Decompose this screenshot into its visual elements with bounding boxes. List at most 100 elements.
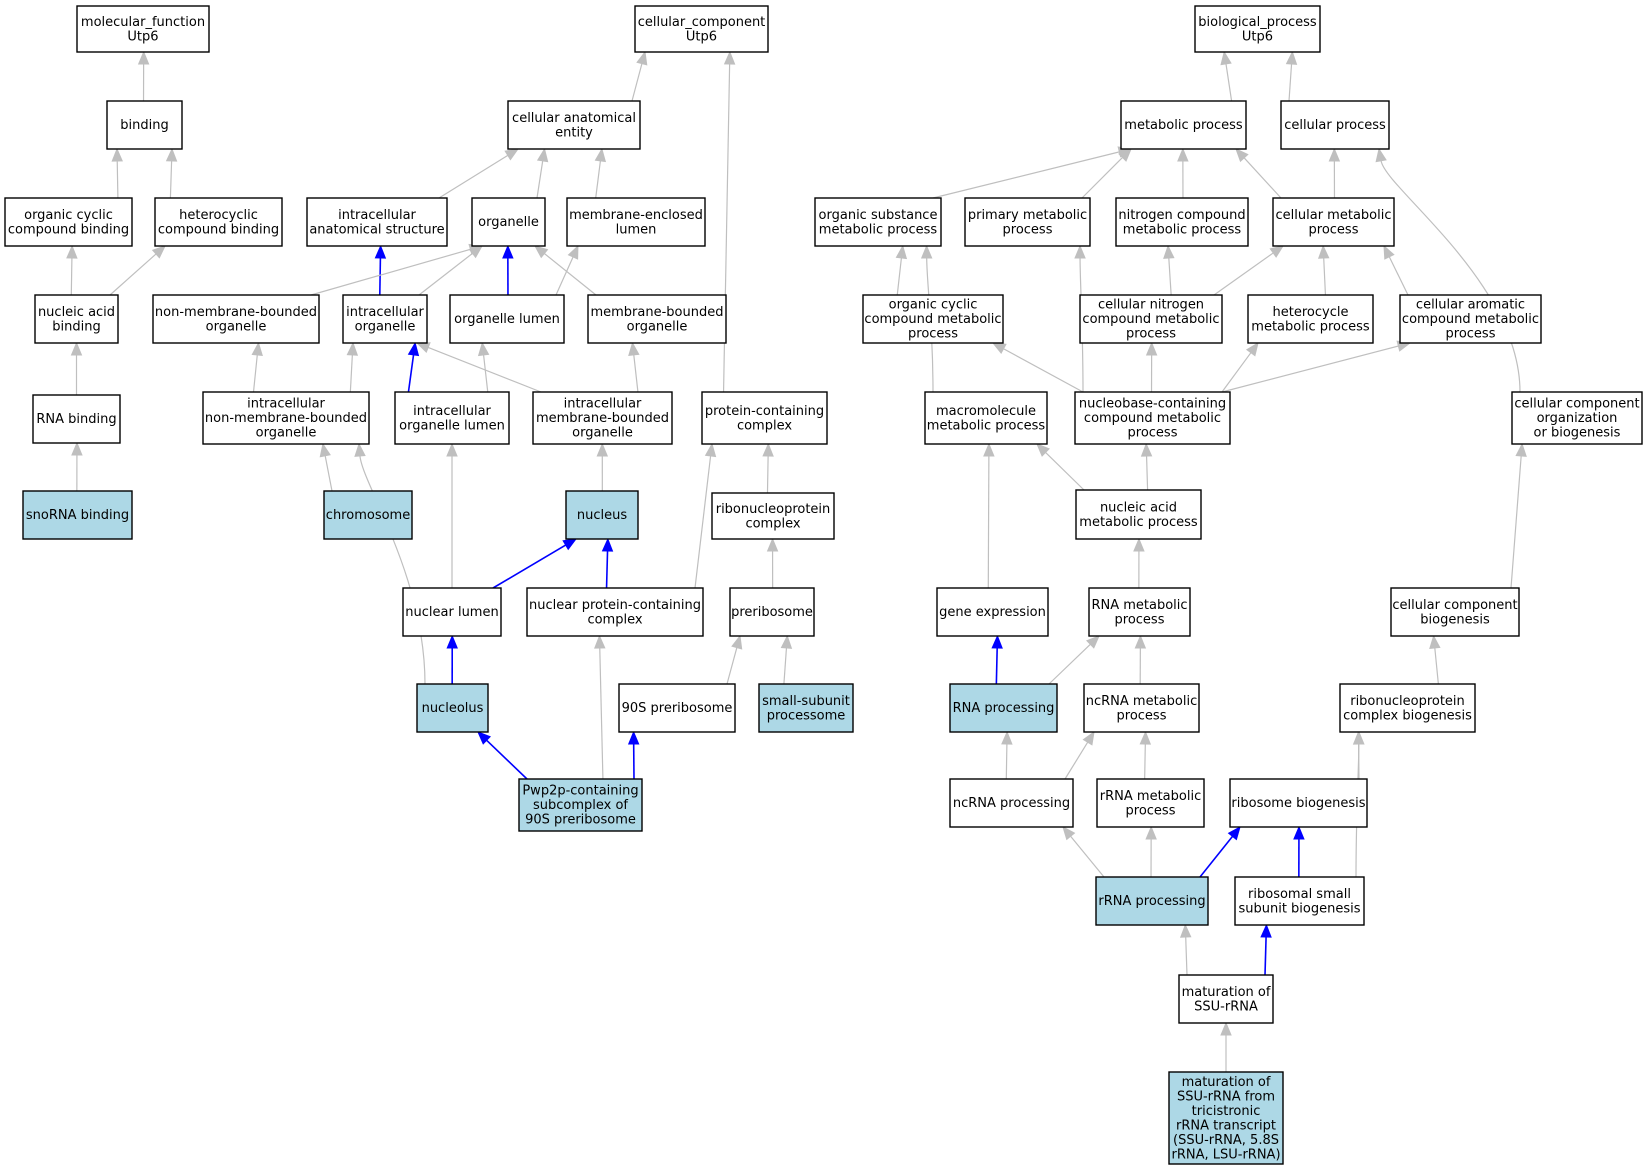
term-label-line: compound binding	[158, 222, 279, 237]
edge-io-to-ias	[374, 244, 387, 296]
go-term-binding[interactable]: binding	[106, 100, 183, 150]
arrowhead	[895, 244, 908, 260]
edge-line	[70, 257, 73, 296]
go-term-preribosome[interactable]: preribosome	[729, 587, 815, 637]
edge-line	[1243, 157, 1282, 199]
edge-cmp-to-metabolic	[1235, 148, 1282, 199]
arrowhead	[1118, 148, 1132, 162]
go-term-metabolic[interactable]: metabolic process	[1120, 100, 1247, 150]
go-term-chromosome[interactable]: chromosome	[323, 490, 413, 540]
term-box	[1399, 294, 1542, 344]
arrowhead	[1220, 1021, 1232, 1036]
go-term-pre90s[interactable]: 90S preribosome	[618, 683, 736, 733]
go-term-ribo_bio[interactable]: ribosome biogenesis	[1229, 778, 1368, 828]
term-label-line: cellular nitrogen	[1098, 298, 1204, 313]
edge-nbcmp-to-cncmp	[1145, 341, 1158, 393]
edge-pre90s-to-preribosome	[726, 634, 743, 685]
edge-pmp-to-metabolic	[1081, 148, 1132, 199]
term-label-line: lumen	[616, 222, 657, 237]
term-box	[1088, 587, 1191, 637]
arrowhead	[504, 148, 520, 161]
go-term-gene_expr[interactable]: gene expression	[936, 587, 1049, 637]
term-label-line: metabolic process	[1251, 319, 1370, 334]
go-term-cellular[interactable]: cellular process	[1280, 100, 1390, 150]
edge-imbo-to-mbo	[628, 341, 640, 393]
go-term-nucleus[interactable]: nucleus	[565, 490, 639, 540]
edge-line	[169, 160, 173, 199]
go-term-ol[interactable]: organelle lumen	[449, 294, 565, 344]
go-term-nucleolus[interactable]: nucleolus	[416, 683, 489, 733]
arrowhead	[66, 244, 78, 259]
term-label-line: organelle	[627, 319, 688, 334]
go-term-inmbo[interactable]: intracellularnon-membrane-boundedorganel…	[202, 391, 370, 445]
go-term-rna_binding[interactable]: RNA binding	[32, 394, 121, 444]
term-label-line: (SSU-rRNA, 5.8S	[1173, 1133, 1279, 1148]
term-box	[1234, 876, 1365, 926]
go-term-organelle[interactable]: organelle	[471, 197, 546, 247]
edge-iol-to-io	[407, 341, 420, 393]
arrowhead	[1140, 442, 1153, 457]
edge-line	[633, 354, 639, 393]
edge-inmbo-to-io	[346, 341, 359, 393]
edge-rrna_proc-to-rrnamp	[1145, 825, 1157, 878]
arrowhead	[562, 538, 578, 551]
go-term-nuclear_lumen[interactable]: nuclear lumen	[402, 587, 502, 637]
term-box	[1390, 587, 1520, 637]
go-term-ncrna_proc[interactable]: ncRNA processing	[949, 778, 1074, 828]
go-term-rrna_proc[interactable]: rRNA processing	[1095, 876, 1209, 926]
arrowhead	[628, 341, 640, 357]
edge-line	[631, 63, 643, 102]
go-term-snorna_binding[interactable]: snoRNA binding	[22, 490, 133, 540]
edge-org_cyc_binding-to-binding	[111, 147, 123, 199]
go-term-rna_proc[interactable]: RNA processing	[949, 683, 1058, 733]
term-label-line: ncRNA metabolic	[1086, 694, 1197, 709]
term-label-line: nucleic acid	[38, 305, 115, 320]
term-box	[106, 100, 183, 150]
term-label-line: SSU-rRNA	[1194, 999, 1258, 1014]
arrowhead	[446, 442, 458, 457]
term-label-line: nucleus	[577, 508, 627, 523]
edge-ncrnamp-to-rnamp	[1134, 634, 1147, 685]
term-box	[342, 294, 428, 344]
